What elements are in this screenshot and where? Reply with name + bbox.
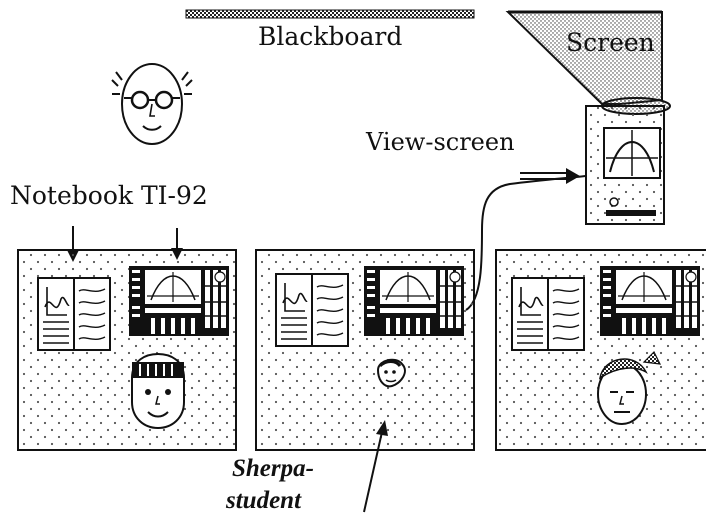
screen-label: Screen (566, 30, 655, 55)
sherpa-label-line1: Sherpa- (232, 456, 314, 481)
notebook-icon (38, 278, 110, 350)
notebook-icon (512, 278, 584, 350)
view-screen-projector-icon (586, 106, 664, 224)
ti92-calculator-icon (129, 266, 229, 336)
ti92-calculator-icon (364, 266, 464, 336)
projection-cone (508, 12, 662, 104)
notebook-ti92-label: Notebook TI-92 (10, 183, 208, 208)
view-screen-label: View-screen (366, 130, 515, 154)
notebook-icon (276, 274, 348, 346)
blackboard-label: Blackboard (258, 24, 402, 49)
sherpa-label-line2: student (226, 488, 301, 513)
student-face-icon (132, 354, 184, 428)
teacher-face-icon (112, 64, 192, 144)
ti92-calculator-icon (600, 266, 700, 336)
blackboard-bar (186, 10, 474, 18)
